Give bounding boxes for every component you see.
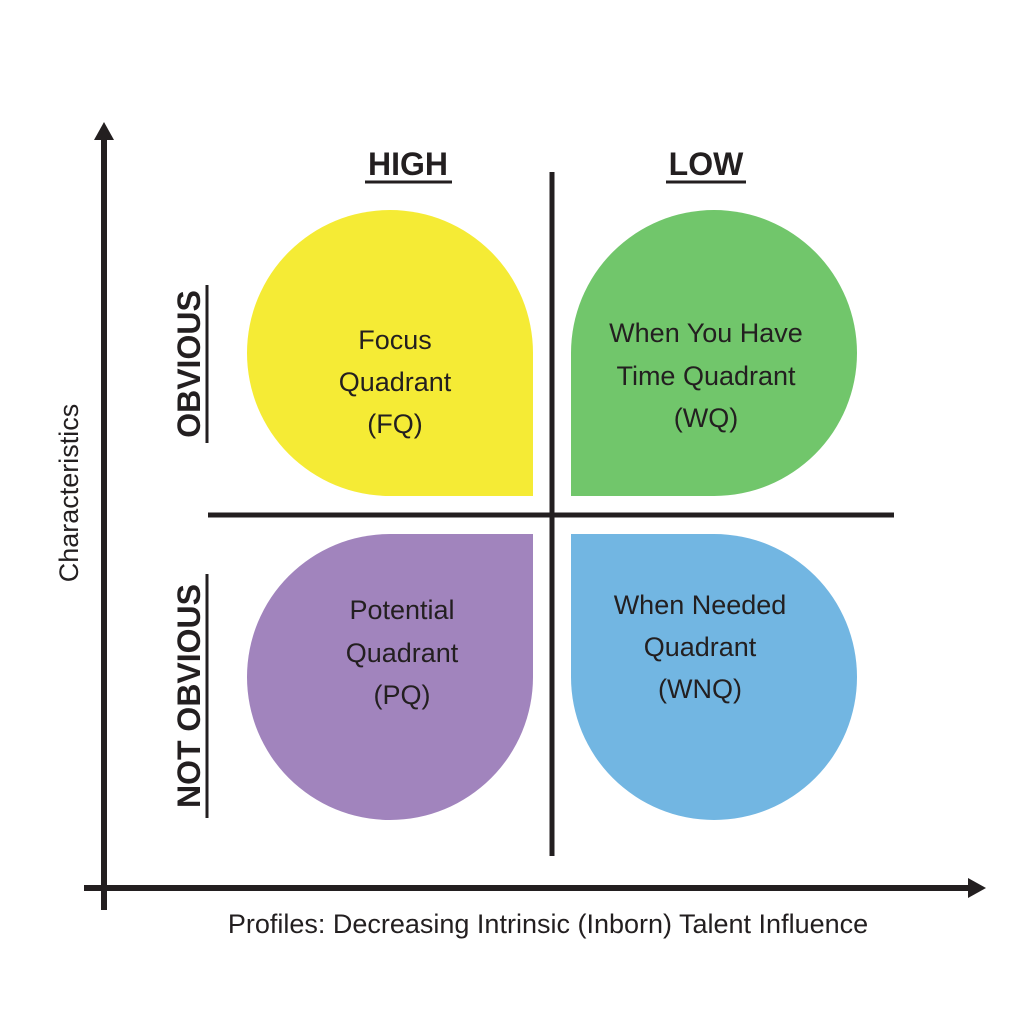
- when-you-have-time-quadrant-label: When You Have Time Quadrant (WQ): [609, 318, 803, 433]
- svg-text:Quadrant: Quadrant: [346, 638, 459, 668]
- svg-text:When Needed: When Needed: [614, 590, 787, 620]
- focus-quadrant-shape: [247, 210, 533, 496]
- svg-text:(WQ): (WQ): [674, 403, 738, 433]
- potential-quadrant-label: Potential Quadrant (PQ): [346, 595, 459, 710]
- focus-quadrant-label: Focus Quadrant (FQ): [339, 325, 452, 439]
- row-header-obvious: OBVIOUS: [171, 290, 207, 438]
- x-axis-label: Profiles: Decreasing Intrinsic (Inborn) …: [228, 909, 868, 939]
- svg-text:Time Quadrant: Time Quadrant: [616, 361, 796, 391]
- svg-text:Quadrant: Quadrant: [339, 367, 452, 397]
- svg-text:Quadrant: Quadrant: [644, 632, 757, 662]
- y-axis-label: Characteristics: [54, 404, 84, 583]
- svg-text:Potential: Potential: [349, 595, 454, 625]
- svg-text:(WNQ): (WNQ): [658, 674, 742, 704]
- when-needed-quadrant-label: When Needed Quadrant (WNQ): [614, 590, 787, 704]
- svg-text:When You Have: When You Have: [609, 318, 803, 348]
- when-you-have-time-quadrant-shape: [571, 210, 857, 496]
- y-axis-arrow-icon: [94, 122, 114, 140]
- column-header-high: HIGH: [368, 146, 448, 182]
- svg-text:(PQ): (PQ): [374, 680, 431, 710]
- row-header-not-obvious: NOT OBVIOUS: [171, 584, 207, 808]
- column-header-low: LOW: [669, 146, 744, 182]
- potential-quadrant-shape: [247, 534, 533, 820]
- when-needed-quadrant-shape: [571, 534, 857, 820]
- svg-text:Focus: Focus: [358, 325, 432, 355]
- svg-text:(FQ): (FQ): [367, 409, 422, 439]
- x-axis-arrow-icon: [968, 878, 986, 898]
